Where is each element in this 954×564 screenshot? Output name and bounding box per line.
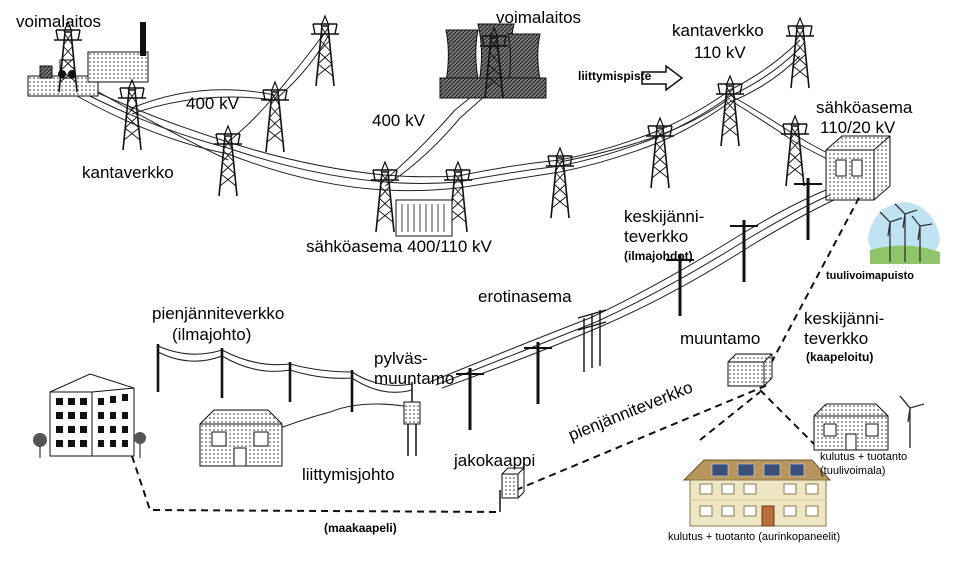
label-110kv: 110 kV bbox=[694, 43, 746, 62]
label-400kv-left: 400 kV bbox=[186, 94, 239, 113]
wind-turbine-icon bbox=[868, 202, 940, 264]
house-icon bbox=[813, 403, 889, 451]
cooling-tower-icon bbox=[439, 23, 547, 99]
connection-point-arrow bbox=[641, 64, 684, 92]
label-service-line: liittymisjohto bbox=[302, 465, 395, 484]
label-low-voltage-overhead-line1: pienjänniteverkko bbox=[152, 304, 285, 323]
label-main-grid-left: kantaverkko bbox=[82, 163, 174, 182]
label-transformer: muuntamo bbox=[680, 329, 761, 348]
ground-cables bbox=[131, 195, 861, 513]
label-power-plant-center: voimalaitos bbox=[496, 8, 582, 27]
pole-row bbox=[156, 344, 354, 412]
label-ground-cable: (maakaapeli) bbox=[324, 521, 397, 535]
wind-turbine-icon bbox=[899, 395, 925, 448]
label-main-grid-top: kantaverkko bbox=[672, 21, 764, 40]
substation-icon bbox=[395, 199, 453, 237]
power-plant-icon bbox=[27, 21, 149, 97]
label-medium-voltage-a-line1: keskijänni- bbox=[624, 207, 705, 226]
label-pole-transformer-line1: pylväs- bbox=[374, 349, 428, 368]
label-medium-voltage-b-line2: teverkko bbox=[804, 329, 869, 348]
cabinet-icon bbox=[501, 467, 526, 499]
transformer-icon bbox=[727, 353, 773, 387]
label-substation-line2: 110/20 kV bbox=[820, 118, 896, 137]
label-disconnector-station: erotinasema bbox=[478, 287, 572, 306]
house-icon bbox=[682, 459, 832, 527]
label-consumption-production-wind-line1: kulutus + tuotanto bbox=[820, 451, 908, 463]
label-substation-400-110: sähköasema 400/110 kV bbox=[306, 237, 492, 256]
substation-icon bbox=[825, 135, 891, 201]
disconnector-station-icon bbox=[577, 309, 607, 372]
medium-voltage-overhead-line bbox=[429, 189, 835, 389]
label-connection-point: liittymispiste bbox=[578, 69, 652, 83]
label-wind-park: tuulivoimapuisto bbox=[826, 270, 914, 282]
solar-panel-icon bbox=[711, 463, 805, 477]
label-substation-line1: sähköasema bbox=[816, 98, 913, 117]
label-distribution-cabinet: jakokaappi bbox=[454, 451, 536, 470]
label-medium-voltage-a-line2: teverkko bbox=[624, 227, 689, 246]
label-consumption-production-solar: kulutus + tuotanto (aurinkopaneelit) bbox=[668, 531, 841, 543]
label-power-plant-left: voimalaitos bbox=[16, 12, 102, 31]
label-cabled: (kaapeloitu) bbox=[806, 350, 874, 364]
transformer-icon bbox=[403, 382, 421, 456]
apartment-building-icon bbox=[33, 373, 146, 458]
label-low-voltage-overhead-line2: (ilmajohto) bbox=[172, 325, 252, 344]
house-icon bbox=[199, 409, 283, 467]
label-medium-voltage-b-line1: keskijänni- bbox=[804, 309, 885, 328]
label-overhead-lines: (ilmajohdot) bbox=[624, 249, 693, 263]
label-400kv-center: 400 kV bbox=[372, 111, 425, 130]
label-pole-transformer-line2: muuntamo bbox=[374, 369, 455, 388]
label-consumption-production-wind-line2: (tuulivoimala) bbox=[820, 465, 886, 477]
